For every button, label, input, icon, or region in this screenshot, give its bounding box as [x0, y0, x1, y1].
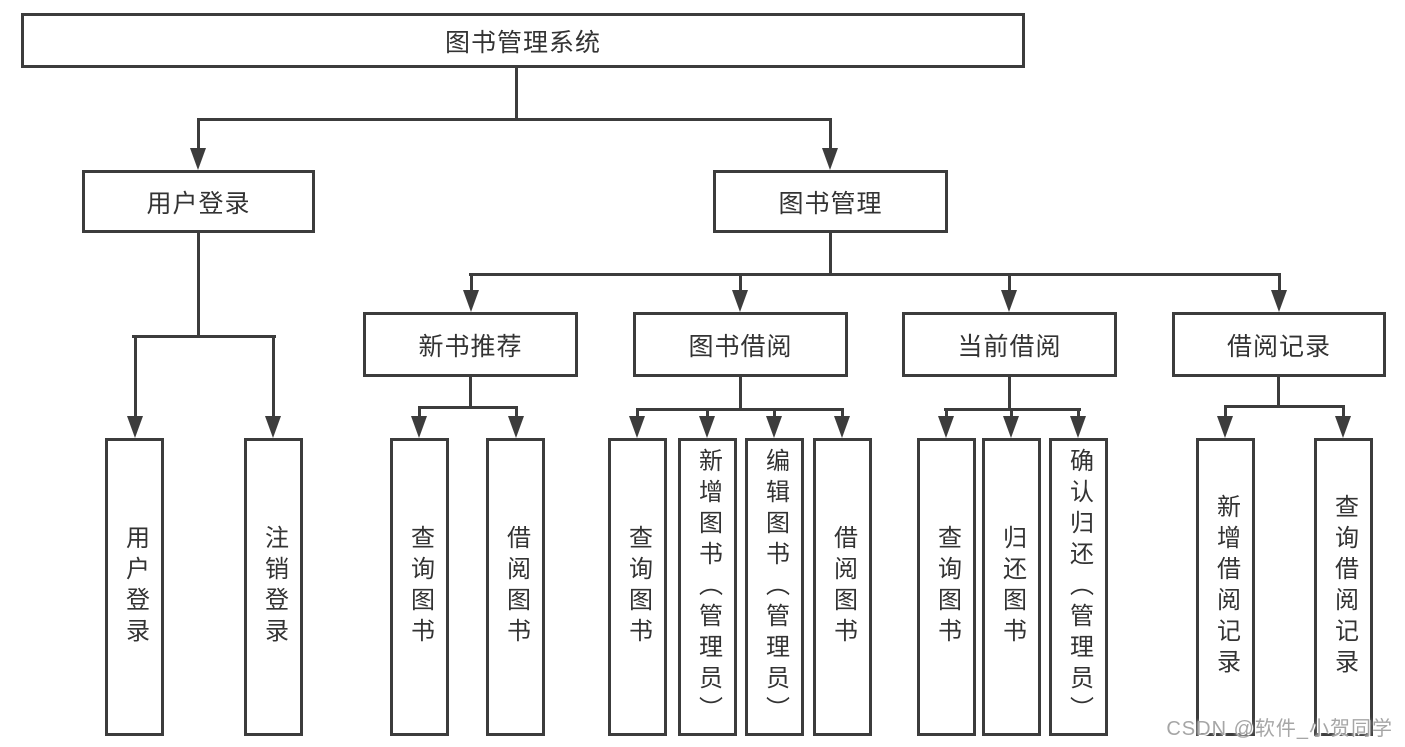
- arrowhead-icon: [732, 290, 748, 312]
- arrow-to-leaf-query-record: [1335, 405, 1351, 438]
- arrow-to-leaf-add-record: [1217, 405, 1233, 438]
- connector-borrowing-bar: [636, 408, 844, 411]
- arrowhead-icon: [1271, 290, 1287, 312]
- csdn-watermark: CSDN @软件_小贺同学: [1166, 718, 1393, 740]
- leaf-label: 借阅图书: [829, 525, 857, 649]
- leaf-user-login: 用户登录: [105, 438, 164, 736]
- leaf-label: 新增借阅记录: [1212, 494, 1240, 680]
- arrowhead-icon: [1070, 416, 1086, 438]
- connector-new-book-bar: [418, 406, 518, 409]
- arrow-to-leaf-user-login: [127, 335, 143, 438]
- arrowhead-icon: [1001, 290, 1017, 312]
- leaf-label: 查询图书: [933, 525, 961, 649]
- arrowhead-icon: [265, 416, 281, 438]
- leaf-label: 注销登录: [260, 525, 288, 649]
- arrowhead-icon: [127, 416, 143, 438]
- leaf-confirm-return-admin: 确认归还（管理员）: [1049, 438, 1108, 736]
- connector-current-stem: [1008, 377, 1011, 410]
- leaf-label: 借阅图书: [502, 525, 530, 649]
- arrow-to-leaf-borrow-books: [834, 408, 850, 438]
- node-label: 借阅记录: [1226, 332, 1331, 361]
- arrowhead-icon: [463, 290, 479, 312]
- connector-level2-bar: [469, 273, 1281, 276]
- leaf-query-books-borrowing: 查询图书: [608, 438, 667, 736]
- leaf-query-books-current: 查询图书: [917, 438, 976, 736]
- arrow-to-borrowing-records: [1271, 273, 1287, 312]
- arrow-to-leaf-query-current: [938, 408, 954, 438]
- node-label: 图书管理系统: [444, 28, 601, 57]
- arrow-to-book-borrowing: [732, 273, 748, 312]
- leaf-borrow-books-recommend: 借阅图书: [486, 438, 545, 736]
- arrowhead-icon: [1217, 416, 1233, 438]
- connector-root-stem: [515, 68, 518, 120]
- leaf-label: 归还图书: [998, 525, 1026, 649]
- connector-user-login-bar: [132, 335, 276, 338]
- leaf-return-books: 归还图书: [982, 438, 1041, 736]
- leaf-logout: 注销登录: [244, 438, 303, 736]
- arrow-to-user-login: [190, 118, 206, 170]
- leaf-label: 查询借阅记录: [1330, 494, 1358, 680]
- arrowhead-icon: [508, 416, 524, 438]
- leaf-label: 编辑图书（管理员）: [761, 447, 789, 727]
- leaf-query-books-recommend: 查询图书: [390, 438, 449, 736]
- node-borrowing-records: 借阅记录: [1172, 312, 1386, 377]
- arrow-to-leaf-return-books: [1003, 408, 1019, 438]
- node-new-book-recommendation: 新书推荐: [363, 312, 578, 377]
- leaf-query-borrow-record: 查询借阅记录: [1314, 438, 1373, 736]
- arrow-to-leaf-borrow-recommend: [508, 406, 524, 438]
- leaf-label: 查询图书: [406, 525, 434, 649]
- leaf-label: 新增图书（管理员）: [694, 447, 722, 727]
- arrow-to-new-book: [463, 273, 479, 312]
- node-label: 新书推荐: [418, 332, 523, 361]
- arrowhead-icon: [1003, 416, 1019, 438]
- leaf-edit-books-admin: 编辑图书（管理员）: [745, 438, 804, 736]
- arrow-to-leaf-confirm-return: [1070, 408, 1086, 438]
- arrow-to-current-borrowing: [1001, 273, 1017, 312]
- arrow-to-leaf-logout: [265, 335, 281, 438]
- arrowhead-icon: [938, 416, 954, 438]
- arrowhead-icon: [411, 416, 427, 438]
- arrow-to-book-management: [822, 118, 838, 170]
- connector-new-book-stem: [469, 377, 472, 408]
- connector-book-mgmt-stem: [829, 233, 832, 275]
- node-label: 当前借阅: [957, 332, 1062, 361]
- arrow-to-leaf-query-recommend: [411, 406, 427, 438]
- node-label: 用户登录: [146, 189, 251, 218]
- connector-records-stem: [1277, 377, 1280, 407]
- leaf-label: 用户登录: [121, 525, 149, 649]
- leaf-add-books-admin: 新增图书（管理员）: [678, 438, 737, 736]
- arrowhead-icon: [766, 416, 782, 438]
- arrowhead-icon: [1335, 416, 1351, 438]
- arrowhead-icon: [834, 416, 850, 438]
- arrow-to-leaf-edit-books: [766, 408, 782, 438]
- arrowhead-icon: [699, 416, 715, 438]
- node-book-borrowing: 图书借阅: [633, 312, 848, 377]
- node-label: 图书管理: [778, 189, 883, 218]
- arrowhead-icon: [629, 416, 645, 438]
- connector-current-bar: [944, 408, 1081, 411]
- arrowhead-icon: [822, 148, 838, 170]
- node-user-login: 用户登录: [82, 170, 315, 233]
- leaf-label: 查询图书: [624, 525, 652, 649]
- arrow-to-leaf-query-borrowing: [629, 408, 645, 438]
- leaf-add-borrow-record: 新增借阅记录: [1196, 438, 1255, 736]
- connector-level1-bar: [197, 118, 832, 121]
- node-current-borrowing: 当前借阅: [902, 312, 1117, 377]
- connector-borrowing-stem: [739, 377, 742, 410]
- node-book-management: 图书管理: [713, 170, 948, 233]
- node-root-library-management-system: 图书管理系统: [21, 13, 1025, 68]
- node-label: 图书借阅: [688, 332, 793, 361]
- leaf-borrow-books: 借阅图书: [813, 438, 872, 736]
- leaf-label: 确认归还（管理员）: [1065, 447, 1093, 727]
- arrow-to-leaf-add-books: [699, 408, 715, 438]
- connector-records-bar: [1224, 405, 1345, 408]
- connector-user-login-stem: [197, 233, 200, 337]
- arrowhead-icon: [190, 148, 206, 170]
